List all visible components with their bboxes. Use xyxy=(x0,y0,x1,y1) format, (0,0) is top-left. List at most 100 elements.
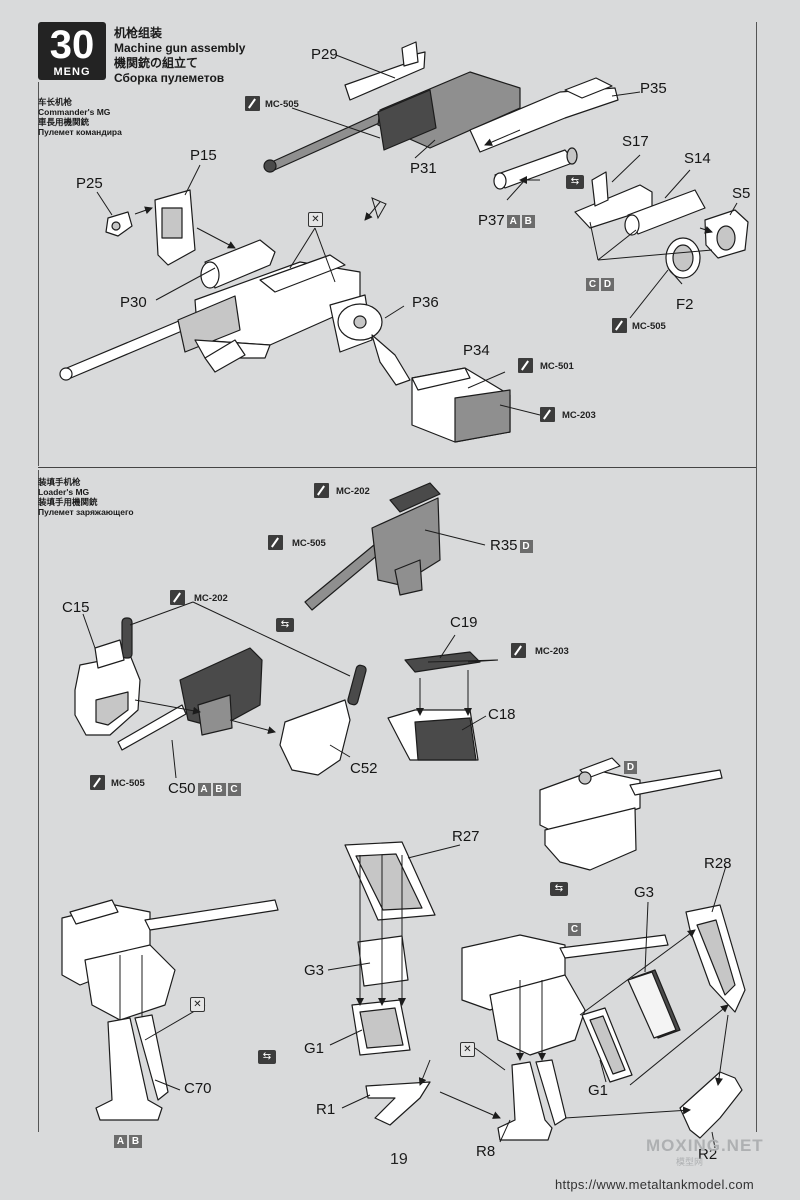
section-commander-en: Commander's MG xyxy=(38,107,111,117)
title-zh: 机枪组装 xyxy=(114,26,163,40)
part-c52 xyxy=(279,699,351,776)
label-p35: P35 xyxy=(640,80,667,97)
label-c50-text: C50 xyxy=(168,780,196,797)
label-p29: P29 xyxy=(311,46,338,63)
label-s17: S17 xyxy=(622,133,649,150)
section-loader-ja: 装填手用機関銃 xyxy=(38,497,98,507)
badge-ab-b: B xyxy=(129,1135,142,1148)
paint-brush-icon xyxy=(245,96,260,111)
part-p31-shroud xyxy=(377,89,437,151)
part-g3-left xyxy=(357,935,409,987)
label-mg-d: D xyxy=(622,758,637,775)
part-r35-barrel xyxy=(304,539,387,611)
paint-mc203-b: MC-203 xyxy=(535,646,569,657)
section-loader: 装填手机枪 Loader's MG 装填手用機関銃 Пулемет заряжа… xyxy=(38,477,134,517)
paint-brush-icon xyxy=(518,358,533,373)
label-c15: C15 xyxy=(62,599,90,616)
flip-view-icon: ⇆ xyxy=(258,1050,276,1064)
badge-c50-c: C xyxy=(227,783,241,796)
label-s5: S5 xyxy=(732,185,751,202)
section-commander-ja: 車長用機関銃 xyxy=(38,117,90,127)
title-en: Machine gun assembly xyxy=(114,41,246,55)
part-r2 xyxy=(679,1071,743,1139)
label-g3-right: G3 xyxy=(634,884,655,901)
paint-brush-icon xyxy=(170,590,185,605)
label-c18: C18 xyxy=(488,706,516,723)
badge-r35-d: D xyxy=(519,540,533,553)
label-c70: C70 xyxy=(184,1080,212,1097)
part-c50-barrel xyxy=(117,704,187,751)
label-g3-left: G3 xyxy=(304,962,325,979)
part-p35-top xyxy=(564,77,613,99)
paint-brush-icon xyxy=(612,318,627,333)
paint-brush-icon xyxy=(268,535,283,550)
badge-cd-d: D xyxy=(601,278,614,291)
left-frame-line xyxy=(38,82,39,466)
label-p37-text: P37 xyxy=(478,212,505,229)
left-frame-line-lower xyxy=(38,470,39,1132)
part-p31-barrel xyxy=(264,111,387,173)
assembly-d-mg xyxy=(539,757,723,871)
flip-view-icon: ⇆ xyxy=(276,618,294,632)
label-p31: P31 xyxy=(410,160,437,177)
badge-cd-c: C xyxy=(586,278,599,291)
section-loader-ru: Пулемет заряжающего xyxy=(38,507,134,517)
part-r35-scope xyxy=(389,482,441,513)
paint-mc505-d: MC-505 xyxy=(111,778,145,789)
badge-c50-a: A xyxy=(197,783,211,796)
section-commander-ru: Пулемет командира xyxy=(38,127,122,137)
watermark: MOXING.NET xyxy=(646,1136,764,1155)
label-g1-right: G1 xyxy=(588,1082,609,1099)
step-number: 30 xyxy=(49,23,95,67)
badge-mg-c: C xyxy=(568,923,581,936)
paint-mc202-a: MC-202 xyxy=(336,486,370,497)
label-c52: C52 xyxy=(350,760,378,777)
label-s14: S14 xyxy=(684,150,711,167)
source-url: https://www.metaltankmodel.com xyxy=(555,1177,755,1192)
paint-mc505-c: MC-505 xyxy=(292,538,326,549)
paint-brush-icon xyxy=(314,483,329,498)
section-loader-zh: 装填手机枪 xyxy=(38,477,81,487)
title-ru: Сборка пулеметов xyxy=(114,71,225,85)
section-commander: 车长机枪 Commander's MG 車長用機関銃 Пулемет коман… xyxy=(38,97,122,137)
paint-mc501: MC-501 xyxy=(540,361,574,372)
label-g1-left: G1 xyxy=(304,1040,325,1057)
no-glue-icon: ✕ xyxy=(308,212,323,227)
badge-p37-a: A xyxy=(506,215,520,228)
label-p36: P36 xyxy=(412,294,439,311)
part-s17 xyxy=(574,184,653,229)
paint-brush-icon xyxy=(511,643,526,658)
label-r1: R1 xyxy=(316,1101,336,1118)
part-c70 xyxy=(95,1017,163,1121)
part-p29-post xyxy=(401,41,419,67)
label-r28: R28 xyxy=(704,855,732,872)
flip-view-icon: ⇆ xyxy=(566,175,584,189)
label-p34: P34 xyxy=(463,342,490,359)
label-p30: P30 xyxy=(120,294,147,311)
no-glue-icon: ✕ xyxy=(190,997,205,1012)
badge-mg-d: D xyxy=(624,761,637,774)
paint-brush-icon xyxy=(540,407,555,422)
paint-brush-icon xyxy=(90,775,105,790)
section-loader-en: Loader's MG xyxy=(38,487,90,497)
section-commander-zh: 车长机枪 xyxy=(38,97,73,107)
no-glue-icon: ✕ xyxy=(460,1042,475,1057)
watermark-sub: 模型网 xyxy=(676,1157,704,1167)
step-titles: 机枪组装 Machine gun assembly 機関銃の組立て Сборка… xyxy=(114,26,245,86)
assembly-left-mg xyxy=(61,899,279,1036)
label-f2: F2 xyxy=(676,296,694,313)
label-r2: R2 xyxy=(698,1146,718,1163)
paint-mc202-b: MC-202 xyxy=(194,593,228,604)
flip-view-icon: ⇆ xyxy=(550,882,568,896)
label-p15: P15 xyxy=(190,147,217,164)
label-r8: R8 xyxy=(476,1143,496,1160)
badge-ab-a: A xyxy=(114,1135,127,1148)
paint-mc505-b: MC-505 xyxy=(632,321,666,332)
part-r35-mount xyxy=(394,559,423,596)
